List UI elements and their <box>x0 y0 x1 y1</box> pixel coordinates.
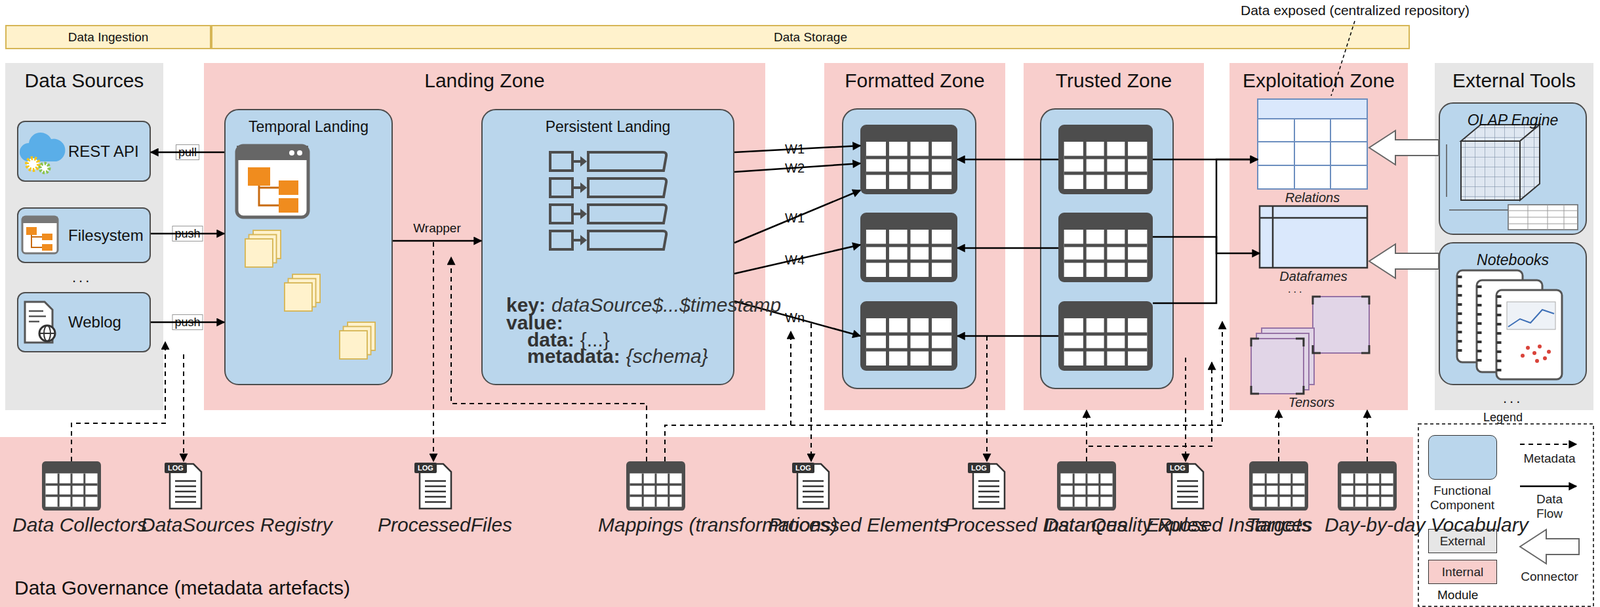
caption: Processed Instances <box>944 513 1030 536</box>
record-field: dataSource$...$timestamp <box>551 293 781 317</box>
legend-text-holder: Metadata <box>1520 451 1580 466</box>
data-flow-arrow <box>150 232 225 235</box>
legend-text: Connector <box>1514 569 1585 584</box>
note-label: Module <box>1437 587 1479 602</box>
data-flow-arrow <box>957 247 1059 250</box>
title: Data Storage <box>773 30 848 45</box>
legend-text-holder: Data Flow <box>1529 491 1570 521</box>
caption: Day-by-day Vocabulary <box>1324 513 1410 536</box>
title: OLAP Engine <box>1467 111 1559 130</box>
caption: Data Collectors <box>12 513 131 536</box>
title: Notebooks <box>1476 251 1549 269</box>
data-flow-arrow <box>392 240 482 242</box>
stage-band: Data Storage <box>211 24 1410 50</box>
caption: Mappings (transformations) <box>598 513 714 536</box>
caption: DataSources Registry <box>140 513 227 536</box>
log-tag: LOG <box>967 462 991 473</box>
log-tag: LOG <box>164 462 187 473</box>
label-holder: ... <box>72 268 92 286</box>
label-holder: Data exposed (centralized repository) <box>1240 2 1470 19</box>
label-holder: ... <box>1502 389 1523 407</box>
data-flow-arrow <box>150 321 225 324</box>
label-holder: LOG <box>1166 462 1189 473</box>
title: Weblog <box>68 312 122 332</box>
note-label: Legend <box>1483 410 1523 425</box>
zone-panel: Landing ZoneTemporal Landing Persistent L… <box>203 62 766 410</box>
legend-text-holder: Functional Component <box>1416 483 1509 513</box>
title: Temporal Landing <box>248 118 369 136</box>
panel-title: Data Governance (metadata artefacts) <box>14 576 351 599</box>
legend-text-holder: Connector <box>1514 569 1585 584</box>
title-holder: Data Governance (metadata artefacts) <box>14 576 351 599</box>
caption: Targets <box>1242 513 1315 536</box>
data-flow-arrow <box>957 158 1059 161</box>
edge-label-holder: Wrapper <box>411 220 463 236</box>
legend-text: Data Flow <box>1529 491 1570 521</box>
title: Persistent Landing <box>545 118 671 136</box>
label-holder: LOG <box>967 462 991 473</box>
label-holder: Legend <box>1483 410 1523 425</box>
title: REST API <box>68 142 140 161</box>
title: Data Sources <box>24 69 145 92</box>
note-label: Data exposed (centralized repository) <box>1240 2 1470 19</box>
note-label: ... <box>1287 283 1305 296</box>
record-line: metadata:{schema} <box>527 344 709 368</box>
governance-panel: Data Governance (metadata artefacts) Data… <box>0 436 1414 607</box>
edge-label: Wrapper <box>411 220 463 236</box>
caption: Exposed Instances <box>1146 513 1225 536</box>
caption: Tensors <box>1288 394 1335 410</box>
legend-text: Metadata <box>1520 451 1580 466</box>
legend-text: Functional Component <box>1416 483 1509 513</box>
metadata-arrow <box>986 335 988 461</box>
label-holder: LOG <box>792 462 815 473</box>
label-holder: LOG <box>414 462 437 473</box>
label-holder: ... <box>1287 283 1305 296</box>
title: Formatted Zone <box>844 69 985 92</box>
caption: Relations <box>1285 190 1340 206</box>
legend-swatch <box>1428 434 1498 480</box>
caption: Dataframes <box>1279 268 1347 284</box>
title: Trusted Zone <box>1055 69 1172 92</box>
legend-swatch: External <box>1428 528 1498 553</box>
log-tag: LOG <box>792 462 815 473</box>
note-label: ... <box>72 268 92 286</box>
record-field: metadata: <box>527 344 621 368</box>
record-field: {schema} <box>626 344 709 368</box>
title: External Tools <box>1452 69 1576 92</box>
stage-band: Data Ingestion <box>5 24 212 50</box>
legend-text: Internal <box>1441 564 1484 580</box>
component-box: Persistent Landingkey:dataSource$...$tim… <box>481 108 735 385</box>
data-flow-arrow <box>957 335 1059 338</box>
label-holder: LOG <box>164 462 187 473</box>
data-flow-arrow <box>150 151 225 154</box>
log-tag: LOG <box>414 462 437 473</box>
log-tag: LOG <box>1166 462 1189 473</box>
title: Filesystem <box>68 226 144 245</box>
title: Exploitation Zone <box>1242 69 1395 92</box>
caption: Data Quality Rules <box>1043 513 1130 536</box>
label-holder: Module <box>1437 587 1479 602</box>
note-label: ... <box>1502 389 1523 407</box>
caption: ProcessedFiles <box>377 513 490 536</box>
title: Data Ingestion <box>68 30 149 45</box>
legend-swatch: Internal <box>1428 559 1498 584</box>
legend-text: External <box>1440 533 1486 549</box>
caption: Processed Elements <box>768 513 854 536</box>
title: Landing Zone <box>424 69 545 92</box>
